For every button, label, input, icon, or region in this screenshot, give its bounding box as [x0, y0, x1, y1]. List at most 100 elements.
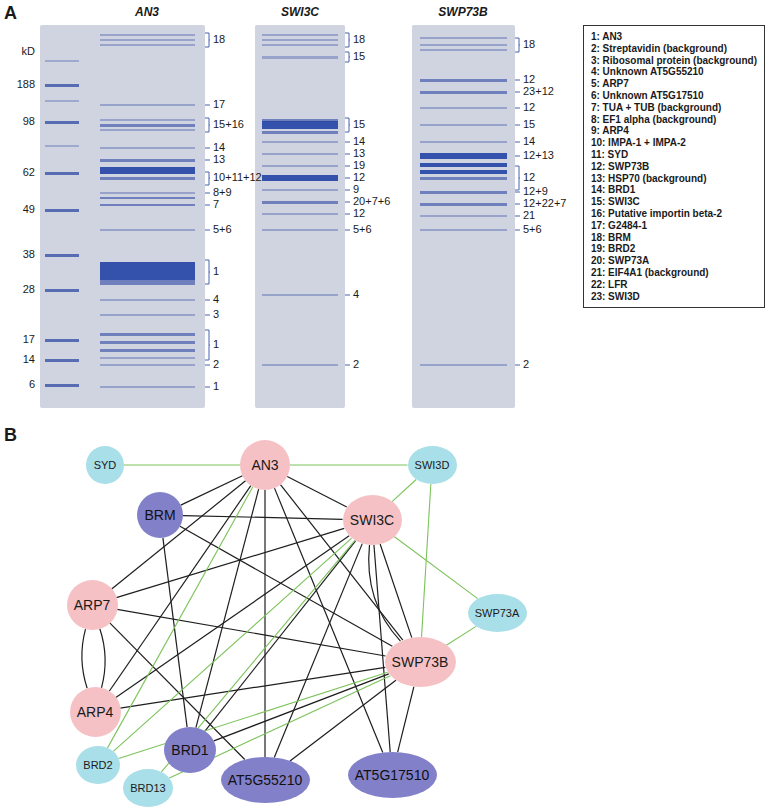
band-number: 12: [523, 73, 535, 86]
marker-size: 98: [23, 115, 35, 128]
band-number: 12: [353, 171, 365, 184]
interaction-line: [287, 476, 347, 507]
green-interaction-line: [290, 464, 408, 465]
key-entry: 20: SWP73A: [591, 255, 757, 267]
green-interaction-line: [394, 536, 478, 598]
green-interaction-line: [392, 480, 416, 502]
key-entry: 14: BRD1: [591, 184, 757, 196]
lane-title: SWI3C: [281, 5, 319, 19]
interaction-line: [280, 485, 402, 640]
protein-node: ARP7: [67, 580, 118, 630]
key-entry: 23: SWI3D: [591, 291, 757, 303]
band-number: 14: [353, 135, 365, 148]
key-entry: 11: SYD: [591, 149, 757, 161]
interaction-line: [274, 544, 362, 758]
key-entry: 2: Streptavidin (background): [591, 43, 757, 55]
band-number: 8+9: [213, 186, 232, 199]
key-entry: 16: Putative importin beta-2: [591, 208, 757, 220]
lane-title: SWP73B: [438, 5, 487, 19]
band-ticks: [515, 38, 520, 365]
gel-bands: [100, 167, 195, 280]
protein-node: BRM: [137, 492, 183, 538]
gel-bands: [420, 153, 507, 174]
key-entry: 5: ARP7: [591, 78, 757, 90]
key-entry: 8: EF1 alpha (background): [591, 114, 757, 126]
gel-background: [255, 25, 345, 408]
band-number: 5+6: [213, 223, 232, 236]
band-number: 15: [353, 118, 365, 131]
marker-size: 38: [23, 248, 35, 261]
interaction-line: [116, 536, 349, 698]
key-entry: 6: Unknown AT5G17510: [591, 90, 757, 102]
marker-size: 62: [23, 166, 35, 179]
band-number: 2: [523, 358, 529, 371]
gel-bands: [100, 124, 195, 352]
gel-background: [412, 25, 515, 408]
band-number: 5+6: [353, 223, 372, 236]
marker-size: kD: [22, 45, 35, 58]
band-number: 15+16: [213, 118, 244, 131]
lane-title: AN3: [135, 5, 159, 19]
marker-size: 188: [17, 78, 35, 91]
protein-node: BRD2: [76, 746, 120, 784]
interaction-line: [117, 609, 385, 656]
band-number: 12+13: [523, 149, 554, 162]
band-number: 12+22+7: [523, 197, 566, 210]
gel-bands: [262, 119, 338, 204]
band-number: 4: [213, 293, 219, 306]
band-ticks: [205, 33, 210, 387]
node-label: BRM: [144, 507, 175, 523]
node-label: SWI3D: [415, 459, 450, 471]
band-number: 2: [353, 358, 359, 371]
marker-size: 28: [23, 283, 35, 296]
node-label: SWI3C: [350, 512, 394, 528]
interaction-line: [100, 629, 105, 688]
key-entry: 7: TUA + TUB (background): [591, 102, 757, 114]
panel-letter: B: [4, 425, 17, 447]
band-number: 13: [213, 153, 225, 166]
interaction-line: [398, 687, 414, 753]
node-label: SWP73B: [392, 654, 449, 670]
node-label: ARP7: [74, 597, 111, 613]
band-number: 19: [353, 159, 365, 172]
band-number: 15: [523, 118, 535, 131]
protein-node: AN3: [240, 440, 290, 490]
protein-node: SYD: [86, 446, 124, 484]
band-number: 17: [213, 98, 225, 111]
protein-node: BRD1: [164, 727, 216, 773]
band-number: 2: [213, 358, 219, 371]
key-entry: 9: ARP4: [591, 125, 757, 137]
band-number: 9: [353, 183, 359, 196]
ladder-bands: [45, 84, 79, 387]
interaction-line: [82, 629, 87, 688]
interaction-line: [264, 490, 265, 757]
key-entry: 22: LFR: [591, 279, 757, 291]
panel-letter: A: [4, 3, 17, 25]
gel-bands: [100, 34, 195, 388]
band-number: 12+9: [523, 185, 548, 198]
node-label: BRD2: [83, 759, 112, 771]
protein-node: AT5G55210: [221, 757, 310, 803]
key-entry: 15: SWI3C: [591, 196, 757, 208]
node-label: AT5G17510: [355, 767, 429, 783]
node-label: AN3: [251, 457, 278, 473]
band-number: 18: [523, 38, 535, 51]
ladder-bands: [45, 60, 79, 147]
interaction-line: [214, 674, 389, 741]
green-interaction-line: [446, 626, 476, 645]
band-number: 7: [213, 198, 219, 211]
band-number: 10+11+12: [213, 171, 262, 184]
band-number: 5+6: [523, 223, 542, 236]
protein-node: BRD13: [123, 769, 173, 807]
band-number: 4: [353, 288, 359, 301]
band-number: 13: [353, 147, 365, 160]
band-number: 3: [213, 308, 219, 321]
gel-bands: [420, 79, 507, 206]
gel-background: [40, 25, 205, 408]
band-number: 1: [213, 380, 219, 393]
band-number: 12: [353, 207, 365, 220]
band-number: 15: [353, 50, 365, 63]
band-number: 1: [213, 265, 219, 278]
band-number: 20+7+6: [353, 195, 390, 208]
key-entry: 18: BRM: [591, 232, 757, 244]
